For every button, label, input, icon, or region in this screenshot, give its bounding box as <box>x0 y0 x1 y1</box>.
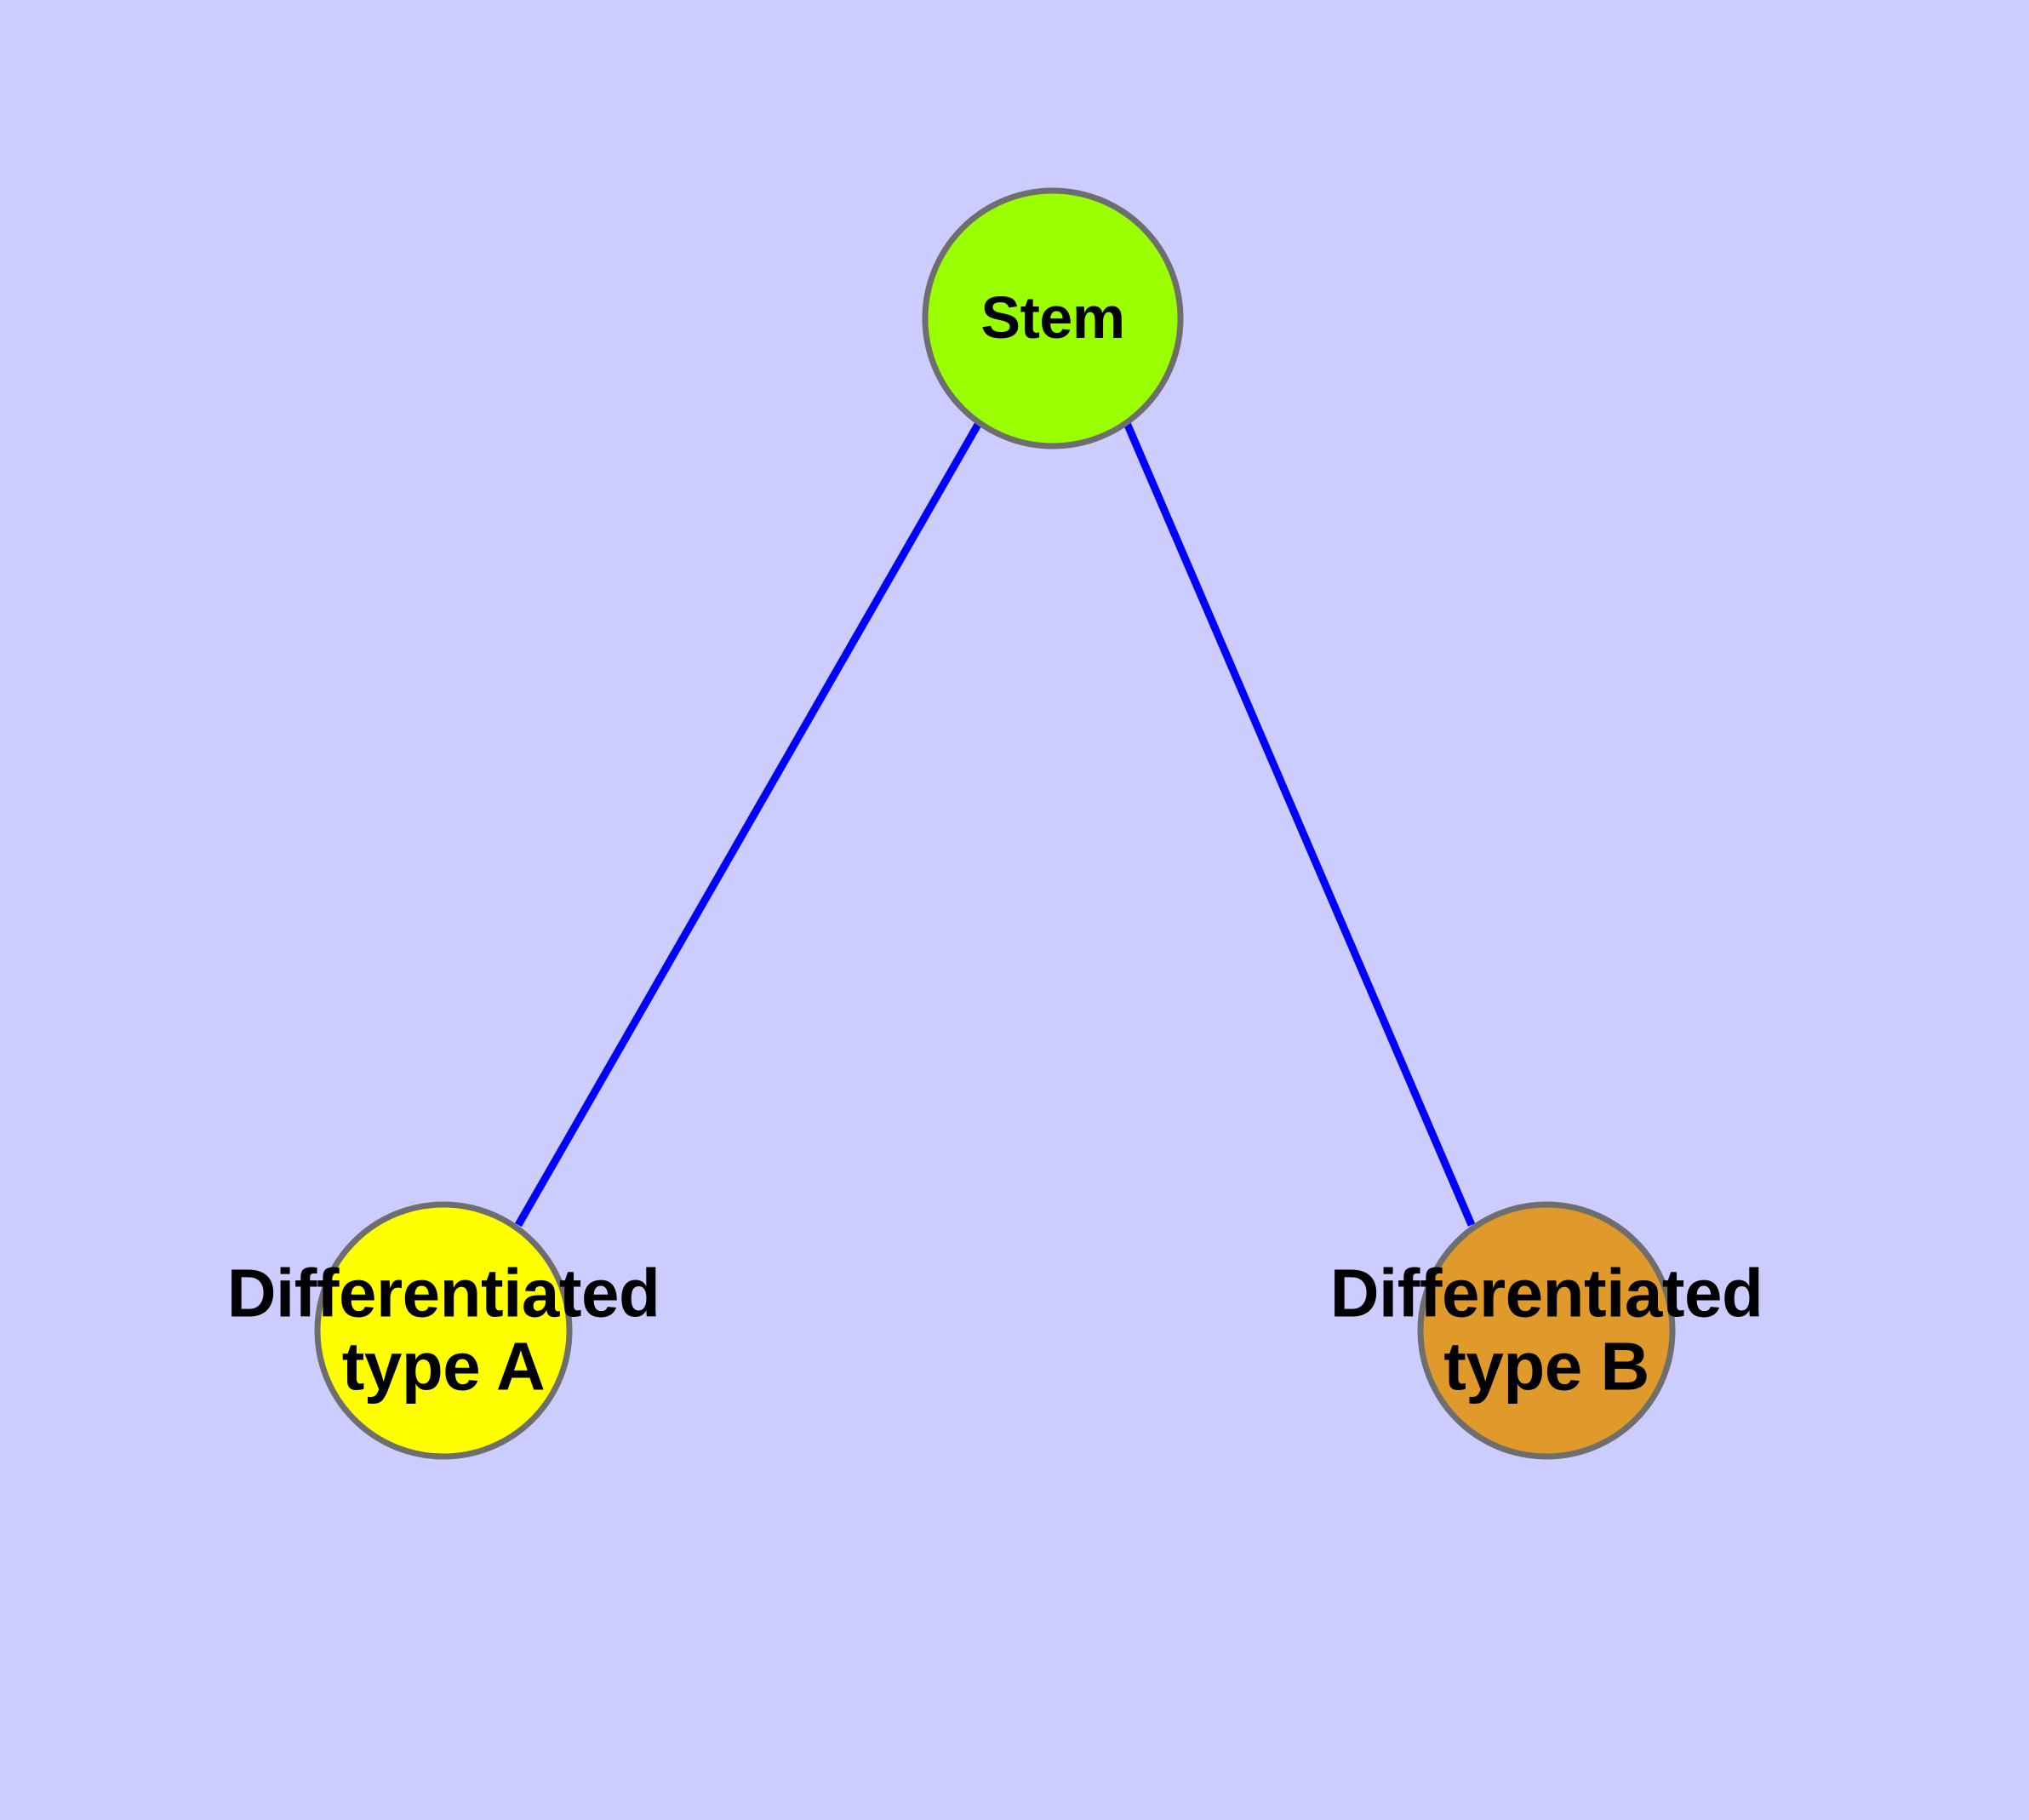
node-circle-stem[interactable] <box>922 187 1184 449</box>
edges-group <box>515 421 1476 1228</box>
edge-stem-to-diff-a[interactable] <box>515 421 982 1228</box>
nodes-group <box>314 187 1676 1460</box>
node-circle-diff-a[interactable] <box>314 1201 573 1460</box>
node-circle-diff-b[interactable] <box>1417 1201 1676 1460</box>
edge-stem-to-diff-b[interactable] <box>1123 421 1476 1227</box>
